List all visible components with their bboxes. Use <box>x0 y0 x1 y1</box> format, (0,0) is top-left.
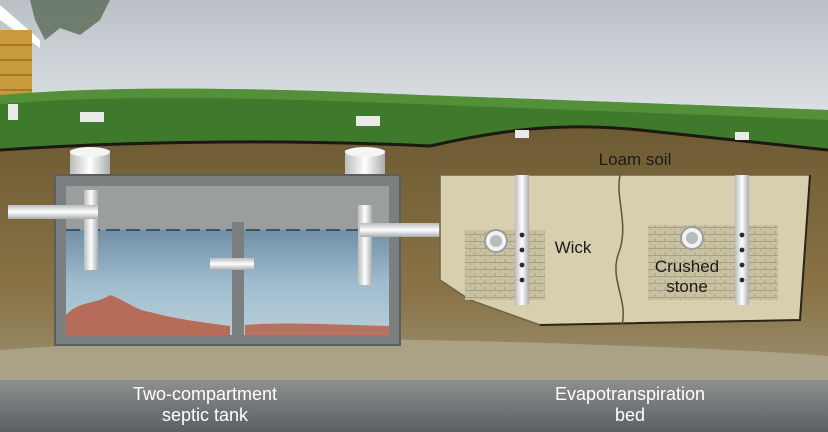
label-septic-tank: Two-compartment septic tank <box>110 384 300 425</box>
sludge-left <box>66 295 230 335</box>
tree <box>30 0 110 40</box>
label-loam-soil: Loam soil <box>598 150 672 169</box>
septic-tank <box>54 174 401 346</box>
sludge-right <box>245 323 389 335</box>
tank-riser-left <box>70 147 110 178</box>
inlet-pipe <box>8 205 98 219</box>
label-crushed-stone: Crushed stone <box>645 257 729 296</box>
label-evapotranspiration-bed: Evapotranspiration bed <box>525 384 735 425</box>
label-wick: Wick <box>554 238 592 257</box>
vent-pipe <box>8 104 18 120</box>
inlet-tee <box>84 190 98 270</box>
tank-riser-right <box>345 147 385 178</box>
outlet-pipe <box>360 223 445 237</box>
label-septic-tank-line2: septic tank <box>161 404 249 425</box>
inspection-cap-1 <box>80 112 104 122</box>
label-bed-line2: bed <box>614 404 646 425</box>
bedrock-base <box>0 380 828 432</box>
wick-right <box>735 175 749 305</box>
house <box>0 5 40 105</box>
evapotranspiration-bed <box>439 174 811 326</box>
wick-left <box>515 175 529 305</box>
label-bed-line1: Evapotranspiration <box>554 384 706 404</box>
crushed-stone-right <box>648 225 778 300</box>
outlet-tee <box>358 205 372 285</box>
tank-divider <box>232 222 244 335</box>
label-crushed-stone-line1: Crushed <box>654 257 720 276</box>
label-crushed-stone-line2: stone <box>666 276 708 296</box>
liner-crack <box>615 174 624 326</box>
inspection-cap-2 <box>356 116 380 126</box>
label-septic-tank-line1: Two-compartment <box>132 384 278 404</box>
